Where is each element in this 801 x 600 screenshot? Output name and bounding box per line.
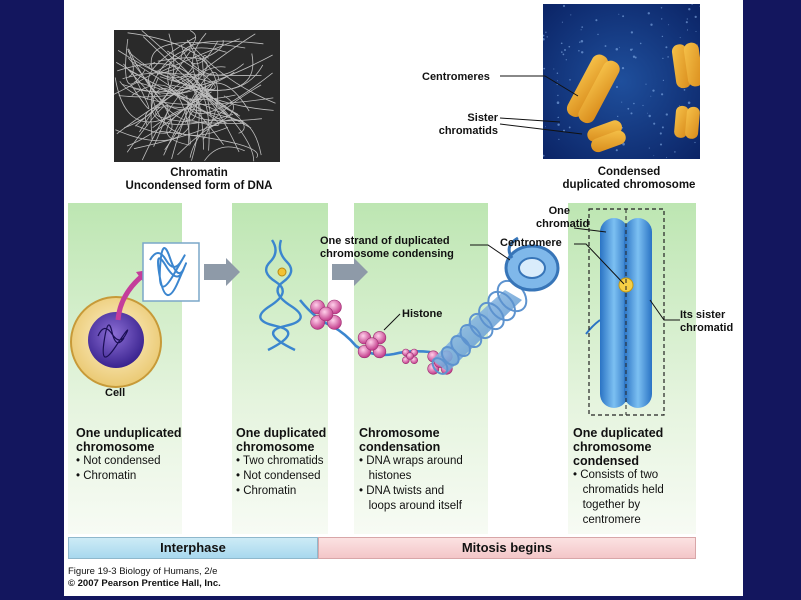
one-chromatid-label: One chromatid (536, 205, 590, 231)
centromere-label: Centromere (500, 237, 562, 249)
interphase-label: Interphase (160, 540, 226, 555)
interphase-bar: Interphase (68, 537, 318, 559)
sister-chromatids-label: Sister chromatids (432, 112, 498, 138)
stage-2-bullets: • Two chromatids • Not condensed • Chrom… (236, 454, 348, 499)
histone-label: Histone (402, 308, 443, 320)
chromatin-micrograph (114, 30, 280, 162)
chromatin-caption-line1: Chromatin (170, 167, 228, 179)
stage-1-description: One unduplicated chromosome • Not conden… (76, 426, 186, 484)
stage-4-bullets: • Consists of two chromatids held togeth… (573, 468, 697, 528)
stage-1-title-line2: chromosome (76, 440, 155, 454)
stage-1-bullet: • Chromatin (76, 470, 137, 482)
stage-4-description: One duplicated chromosome condensed • Co… (573, 426, 697, 528)
mitosis-label: Mitosis begins (461, 540, 553, 555)
stage-column-3 (354, 203, 488, 534)
stage-1-bullets: • Not condensed • Chromatin (76, 454, 186, 484)
stage-column-2 (232, 203, 328, 534)
stage-4-title-line2: chromosome (573, 440, 652, 454)
one-chromatid-line1: One (548, 205, 570, 217)
chromatin-caption-line2: Uncondensed form of DNA (125, 180, 273, 192)
cell-label: Cell (105, 387, 126, 399)
stage-1-title: One unduplicated chromosome (76, 426, 186, 454)
one-strand-label: One strand of duplicated chromosome cond… (320, 235, 454, 261)
chromatin-caption: Chromatin Uncondensed form of DNA (104, 167, 294, 193)
stage-2-title-line1: One duplicated (236, 426, 327, 440)
stage-2-bullet: • Chromatin (236, 485, 297, 497)
stage-3-description: Chromosome condensation • DNA wraps arou… (359, 426, 499, 514)
sister-label-line2: chromatids (438, 125, 498, 137)
its-sister-line1: Its sister (680, 309, 726, 321)
stage-2-bullet: • Not condensed (236, 470, 321, 482)
figure-credit: Figure 19-3 Biology of Humans, 2/e © 200… (68, 566, 221, 590)
one-strand-line1: One strand of duplicated (320, 235, 450, 247)
stage-1-title-line1: One unduplicated (76, 426, 182, 440)
stage-2-description: One duplicated chromosome • Two chromati… (236, 426, 348, 499)
stage-2-title-line2: chromosome (236, 440, 315, 454)
stage-3-title-line1: Chromosome (359, 426, 440, 440)
stage-3-bullet: loops around itself (359, 500, 462, 512)
stage-3-title-line2: condensation (359, 440, 441, 454)
stage-1-bullet: • Not condensed (76, 455, 161, 467)
one-strand-line2: chromosome condensing (320, 248, 454, 260)
condensed-caption-line1: Condensed (597, 166, 661, 178)
condensed-caption-line2: duplicated chromosome (562, 179, 696, 191)
stage-3-bullets: • DNA wraps around histones • DNA twists… (359, 454, 499, 514)
figure-credit-line1: Figure 19-3 Biology of Humans, 2/e (68, 566, 218, 577)
condensed-caption: Condensed duplicated chromosome (540, 166, 718, 192)
its-sister-line2: chromatid (680, 322, 734, 334)
stage-2-title: One duplicated chromosome (236, 426, 348, 454)
condensed-chromosome-micrograph (543, 4, 700, 159)
stage-4-bullet: chromatids held (573, 484, 664, 496)
its-sister-label: Its sister chromatid (680, 309, 733, 335)
one-chromatid-line2: chromatid (536, 218, 590, 230)
stage-3-bullet: histones (359, 470, 412, 482)
stage-2-bullet: • Two chromatids (236, 455, 324, 467)
stage-4-bullet: together by (573, 499, 641, 511)
stage-4-title-line3: condensed (573, 454, 639, 468)
figure-credit-line2: © 2007 Pearson Prentice Hall, Inc. (68, 578, 221, 589)
sister-label-line1: Sister (467, 112, 498, 124)
stage-4-title-line1: One duplicated (573, 426, 664, 440)
centromeres-label: Centromeres (422, 71, 490, 83)
stage-3-title: Chromosome condensation (359, 426, 499, 454)
mitosis-bar: Mitosis begins (318, 537, 696, 559)
stage-4-bullet: • Consists of two (573, 469, 659, 481)
stage-4-bullet: centromere (573, 514, 641, 526)
stage-3-bullet: • DNA twists and (359, 485, 445, 497)
stage-3-bullet: • DNA wraps around (359, 455, 463, 467)
stage-4-title: One duplicated chromosome condensed (573, 426, 697, 468)
